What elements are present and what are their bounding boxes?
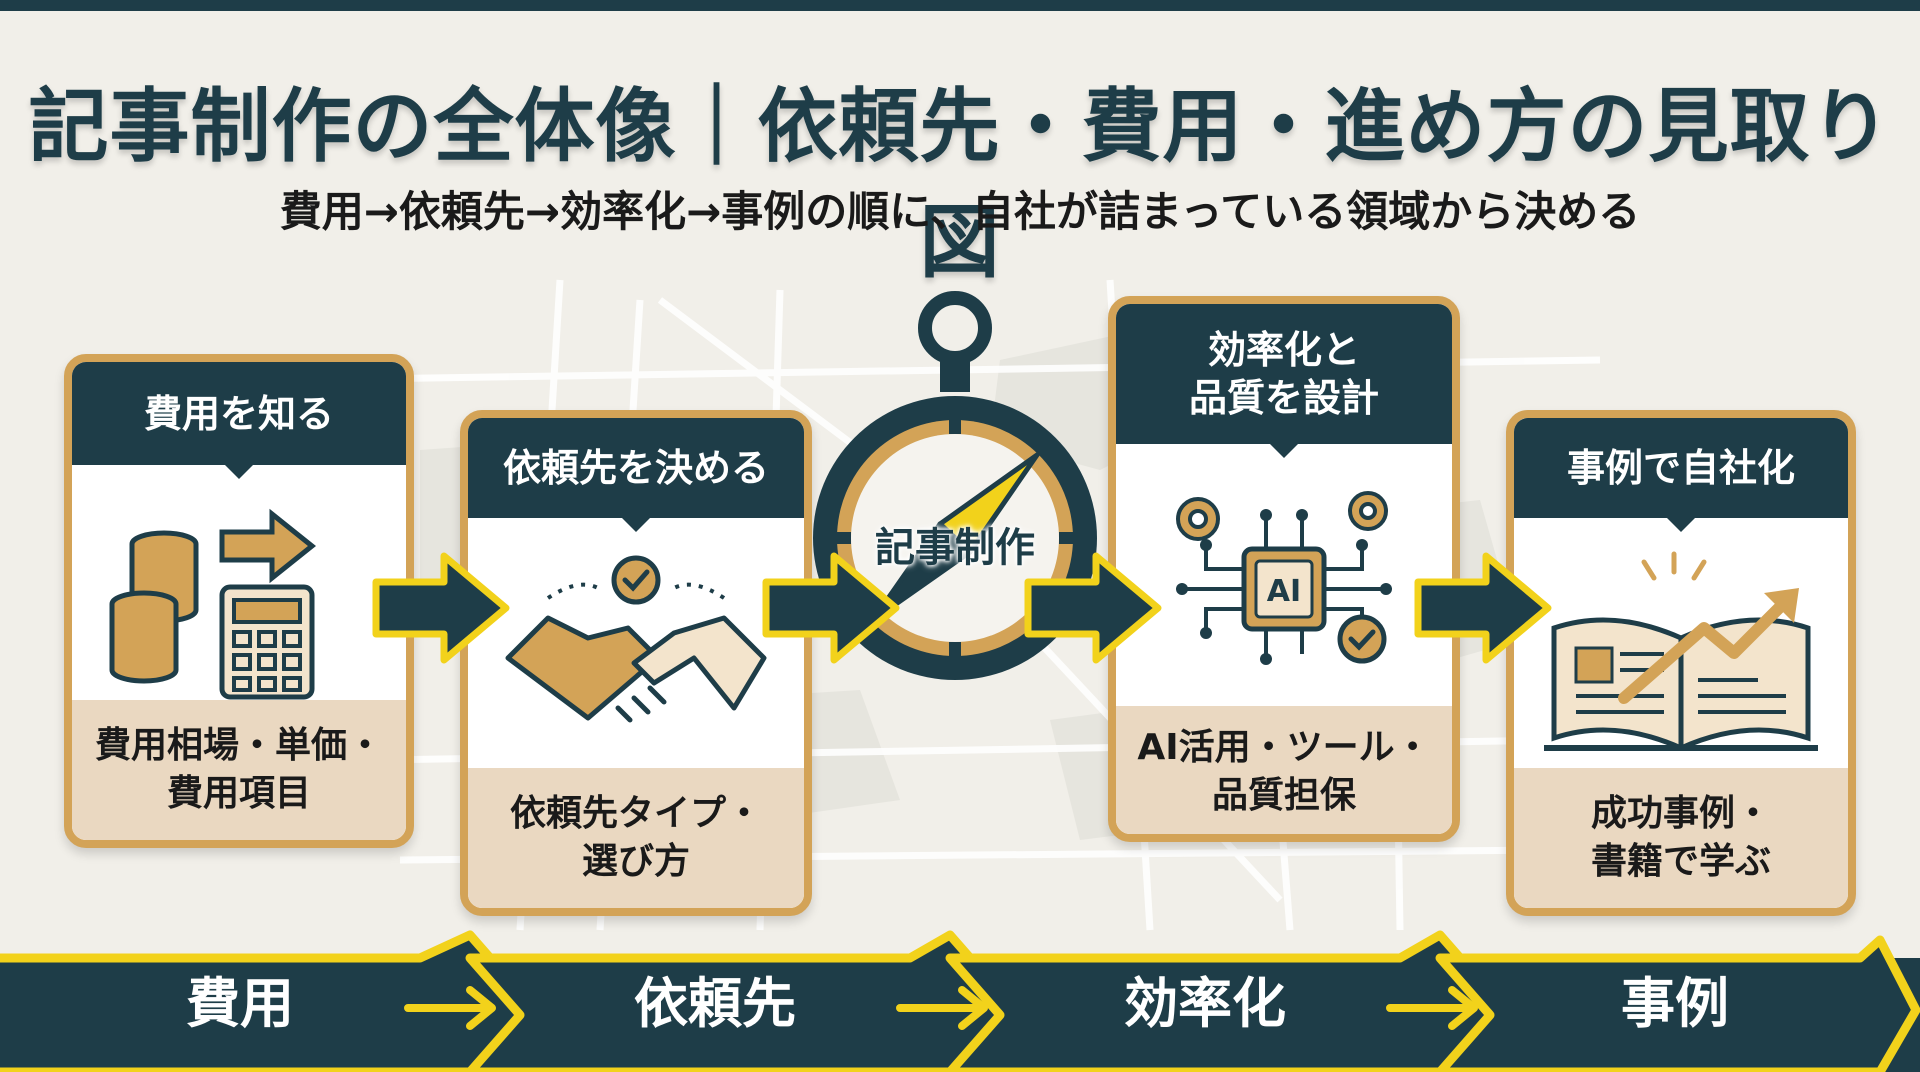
top-bar xyxy=(0,0,1920,11)
card-description: 成功事例・ 書籍で学ぶ xyxy=(1514,768,1848,908)
card-description-line: 依頼先タイプ・ xyxy=(509,793,762,834)
svg-text:AI: AI xyxy=(1267,574,1301,609)
card-description-line: 選び方 xyxy=(581,841,690,882)
handshake-icon xyxy=(505,555,767,723)
flow-arrow-icon xyxy=(372,552,510,664)
card-description: 依頼先タイプ・ 選び方 xyxy=(468,768,804,908)
card-description: 費用相場・単価・ 費用項目 xyxy=(72,700,406,840)
card-description-line: 費用項目 xyxy=(166,773,311,814)
compass-label: 記事制作 xyxy=(875,525,1035,571)
card-header: 費用を知る xyxy=(72,362,406,479)
step-label-cost: 費用 xyxy=(186,972,294,1035)
card-header-line: 事例で自社化 xyxy=(1566,446,1795,490)
page-title: 記事制作の全体像｜依頼先・費用・進め方の見取り図 xyxy=(28,80,1892,289)
flow-arrow-icon xyxy=(1024,552,1162,664)
book-growth-icon xyxy=(1544,551,1818,751)
card-description-line: 成功事例・ xyxy=(1590,793,1771,834)
card-efficiency: 効率化と 品質を設計 AI AI活用・ツール・ 品質担保 xyxy=(1108,296,1460,842)
card-description: AI活用・ツール・ 品質担保 xyxy=(1116,706,1452,834)
card-description-line: 費用相場・単価・ xyxy=(94,725,383,766)
card-description-line: 書籍で学ぶ xyxy=(1590,841,1771,882)
card-header: 事例で自社化 xyxy=(1514,418,1848,532)
ai-chip-icon: AI xyxy=(1176,491,1392,665)
page-subtitle: 費用→依頼先→効率化→事例の順に、自社が詰まっている領域から決める xyxy=(279,187,1641,236)
card-header-line: 依頼先を決める xyxy=(502,446,769,490)
card-description-line: AI活用・ツール・ xyxy=(1137,727,1431,768)
step-bar xyxy=(0,930,1920,1072)
flow-arrow-icon xyxy=(762,552,900,664)
step-label-vendor: 依頼先 xyxy=(634,972,796,1035)
card-case-study: 事例で自社化 成功事例・ 書籍で学ぶ xyxy=(1506,410,1856,916)
step-label-case: 事例 xyxy=(1621,972,1729,1035)
card-header: 効率化と 品質を設計 xyxy=(1116,304,1452,458)
card-cost: 費用を知る 費用相場・単価・ 費用項目 xyxy=(64,354,414,848)
card-vendor: 依頼先を決める 依頼先タイプ・ 選び方 xyxy=(460,410,812,916)
coins-calculator-icon xyxy=(109,508,317,700)
card-header-line: 費用を知る xyxy=(143,391,334,436)
card-description-line: 品質担保 xyxy=(1211,775,1356,816)
card-header-line: 効率化と xyxy=(1207,328,1360,372)
step-label-efficiency: 効率化 xyxy=(1124,972,1286,1035)
card-header: 依頼先を決める xyxy=(468,418,804,532)
card-header-line: 品質を設計 xyxy=(1188,376,1379,420)
flow-arrow-icon xyxy=(1414,552,1552,664)
